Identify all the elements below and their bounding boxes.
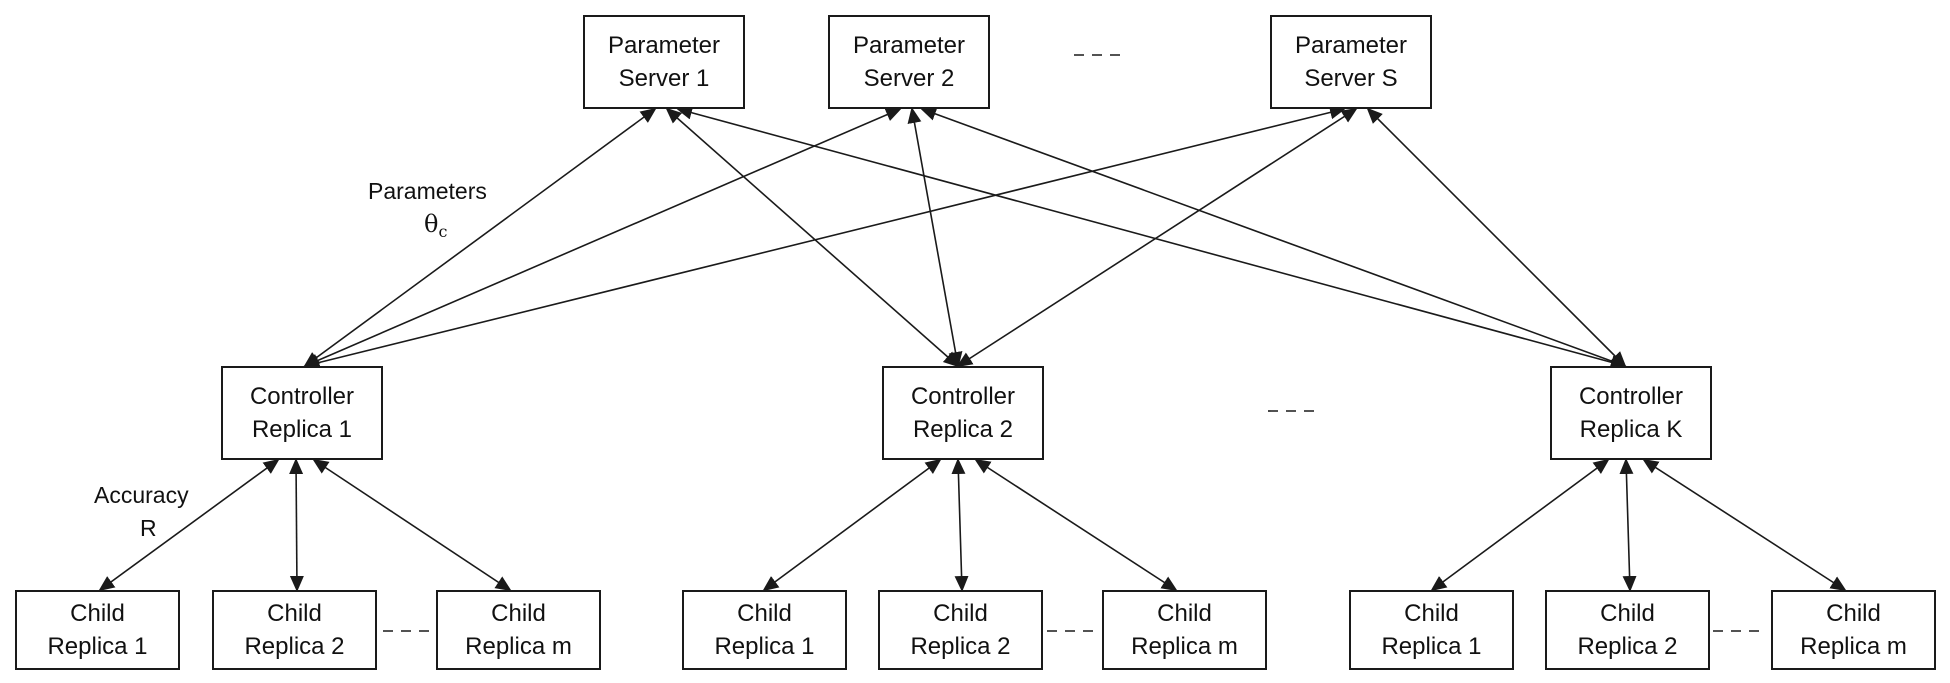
theta-subscript: c (438, 222, 448, 241)
parameter-server-s: Parameter Server S (1270, 15, 1432, 109)
controller-replica-1-line1: Controller (249, 383, 355, 410)
theta-c-label: θc (424, 210, 447, 241)
group-2-child-replica-2: Child Replica 2 (878, 590, 1043, 670)
group-1-child-replica-2: Child Replica 2 (212, 590, 377, 670)
child-label-line2: Replica m (1131, 633, 1238, 660)
group-3-child-replica-m: Child Replica m (1771, 590, 1936, 670)
arrow-ctrl3-child1 (1430, 458, 1610, 592)
controller-replica-2: Controller Replica 2 (882, 366, 1044, 460)
accuracy-symbol: R (140, 515, 157, 541)
parameter-server-2-line2: Server 2 (863, 65, 955, 92)
arrow-ps2-ctrl2 (907, 107, 963, 368)
arrow-ctrl2-child1 (762, 458, 942, 592)
controller-replica-1: Controller Replica 1 (221, 366, 383, 460)
child-label-line1: Child (267, 600, 322, 627)
arrow-ctrl3-childm (1642, 458, 1847, 592)
ellipsis-dashes (383, 54, 1767, 632)
child-label-line2: Replica 1 (1381, 633, 1482, 660)
controller-replica-2-line2: Replica 2 (912, 416, 1014, 443)
child-label-line2: Replica 1 (714, 633, 815, 660)
arrow-ctrl2-child2 (951, 458, 969, 592)
group-3-child-replica-1: Child Replica 1 (1349, 590, 1514, 670)
group-3-child-replica-2: Child Replica 2 (1545, 590, 1710, 670)
child-label-line2: Replica 2 (1577, 633, 1678, 660)
controller-replica-k-line2: Replica K (1579, 416, 1683, 443)
parameters-label: Parameters (368, 178, 487, 204)
parameter-server-s-line1: Parameter (1294, 32, 1408, 59)
group-1-child-replica-1: Child Replica 1 (15, 590, 180, 670)
arrow-ctrl1-child1 (98, 458, 280, 592)
controller-replica-k: Controller Replica K (1550, 366, 1712, 460)
group-2-child-replica-1: Child Replica 1 (682, 590, 847, 670)
arrow-ps1-ctrlk (676, 105, 1627, 370)
child-label-line1: Child (933, 600, 988, 627)
arrow-ctrl2-childm (974, 458, 1178, 592)
child-label-line2: Replica 2 (244, 633, 345, 660)
child-label-line1: Child (1826, 600, 1881, 627)
child-label-line1: Child (491, 600, 546, 627)
parameter-server-1: Parameter Server 1 (583, 15, 745, 109)
parameter-server-2-line1: Parameter (852, 32, 966, 59)
group-1-child-replica-m: Child Replica m (436, 590, 601, 670)
parameter-server-2: Parameter Server 2 (828, 15, 990, 109)
controller-replica-2-line1: Controller (910, 383, 1016, 410)
arrow-psS-ctrl1 (303, 105, 1346, 370)
controller-replica-k-line1: Controller (1578, 383, 1684, 410)
child-label-line1: Child (1157, 600, 1212, 627)
child-label-line2: Replica m (465, 633, 572, 660)
connection-arrows (98, 105, 1847, 592)
arrow-ctrl1-child2 (289, 458, 304, 592)
group-2-child-replica-m: Child Replica m (1102, 590, 1267, 670)
child-label-line2: Replica 2 (910, 633, 1011, 660)
child-label-line1: Child (1404, 600, 1459, 627)
parameter-server-s-line2: Server S (1304, 65, 1398, 92)
child-label-line1: Child (70, 600, 125, 627)
arrow-ctrl3-child2 (1619, 458, 1637, 592)
child-label-line2: Replica 1 (47, 633, 148, 660)
child-label-line2: Replica m (1800, 633, 1907, 660)
controller-replica-1-line2: Replica 1 (251, 416, 353, 443)
arrow-psS-ctrlk (1366, 107, 1627, 368)
arrow-ctrl1-childm (312, 458, 512, 592)
arrow-ps2-ctrlk (920, 107, 1627, 368)
accuracy-label: Accuracy (94, 482, 189, 508)
parameter-server-1-line2: Server 1 (618, 65, 710, 92)
child-label-line1: Child (1600, 600, 1655, 627)
parameter-server-1-line1: Parameter (607, 32, 721, 59)
theta-symbol: θ (424, 210, 439, 238)
child-label-line1: Child (737, 600, 792, 627)
arrow-psS-ctrl2 (956, 107, 1358, 368)
